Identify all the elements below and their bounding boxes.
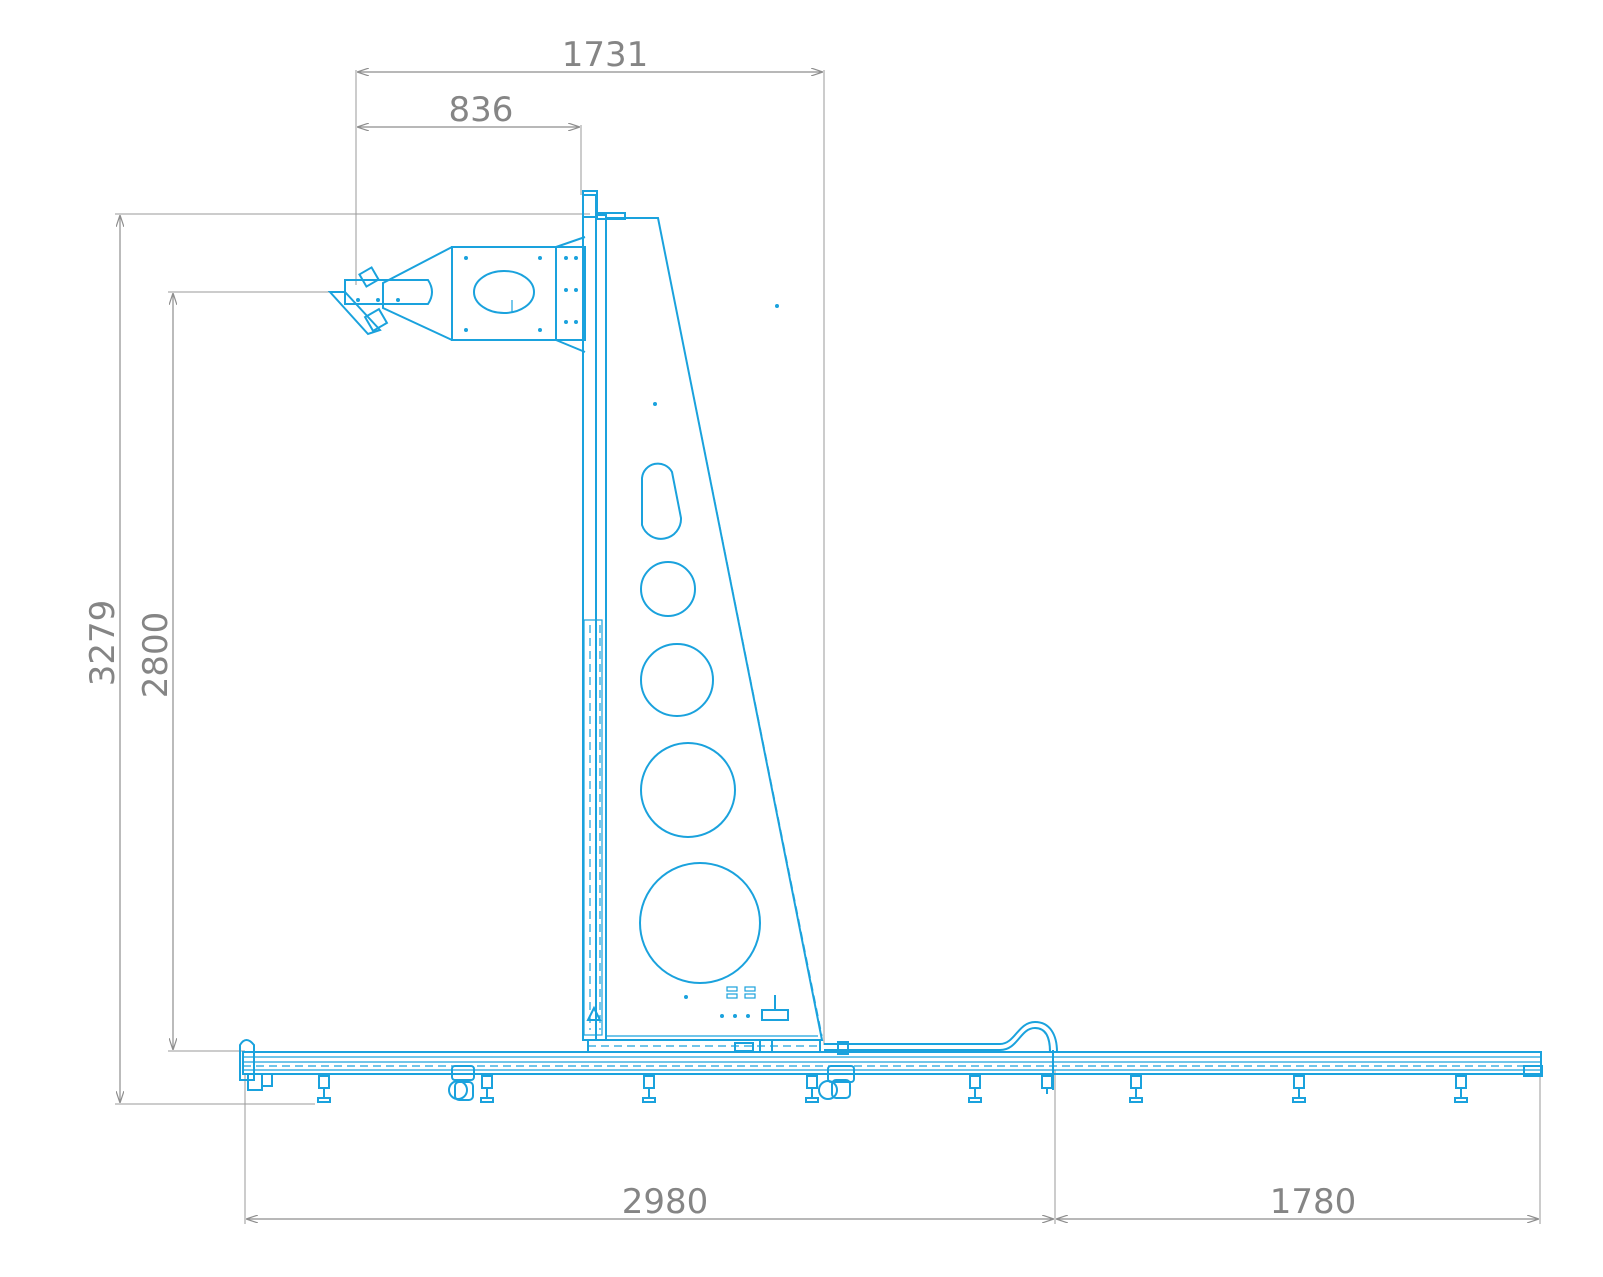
leveling-feet xyxy=(317,1075,1468,1103)
plate-slot xyxy=(641,462,683,540)
plate-hole-2 xyxy=(640,643,714,717)
dimension-3279: 3279 xyxy=(83,213,590,1105)
dimension-annotations: 1731 836 3279 2800 2980 xyxy=(83,35,1541,1224)
dimension-label-2980: 2980 xyxy=(622,1182,709,1222)
plate-hole-4 xyxy=(639,862,761,984)
cable-chain xyxy=(824,1020,1058,1053)
dimension-2800: 2800 xyxy=(136,291,345,1052)
drive-motor-left xyxy=(448,1065,475,1101)
dimension-836: 836 xyxy=(358,90,582,195)
dimension-label-3279: 3279 xyxy=(83,600,123,687)
base-rail xyxy=(239,1039,1543,1091)
side-plate xyxy=(605,217,824,1041)
machining-head xyxy=(327,236,586,353)
plate-hole-3 xyxy=(640,742,736,838)
column xyxy=(582,190,626,1041)
dimension-label-2800: 2800 xyxy=(136,612,176,699)
plate-hole-1 xyxy=(640,561,696,617)
machine-outline xyxy=(239,190,1543,1103)
dimension-1780: 1780 xyxy=(1057,1075,1541,1224)
dimension-label-1780: 1780 xyxy=(1270,1182,1357,1222)
dimension-label-836: 836 xyxy=(449,90,514,130)
dimension-label-1731: 1731 xyxy=(562,35,649,75)
carriage xyxy=(587,1039,821,1053)
dimension-2980: 2980 xyxy=(244,1070,1056,1224)
drive-motor-right xyxy=(818,1041,855,1100)
dimension-1731: 1731 xyxy=(355,35,825,1045)
head-window xyxy=(473,270,535,314)
